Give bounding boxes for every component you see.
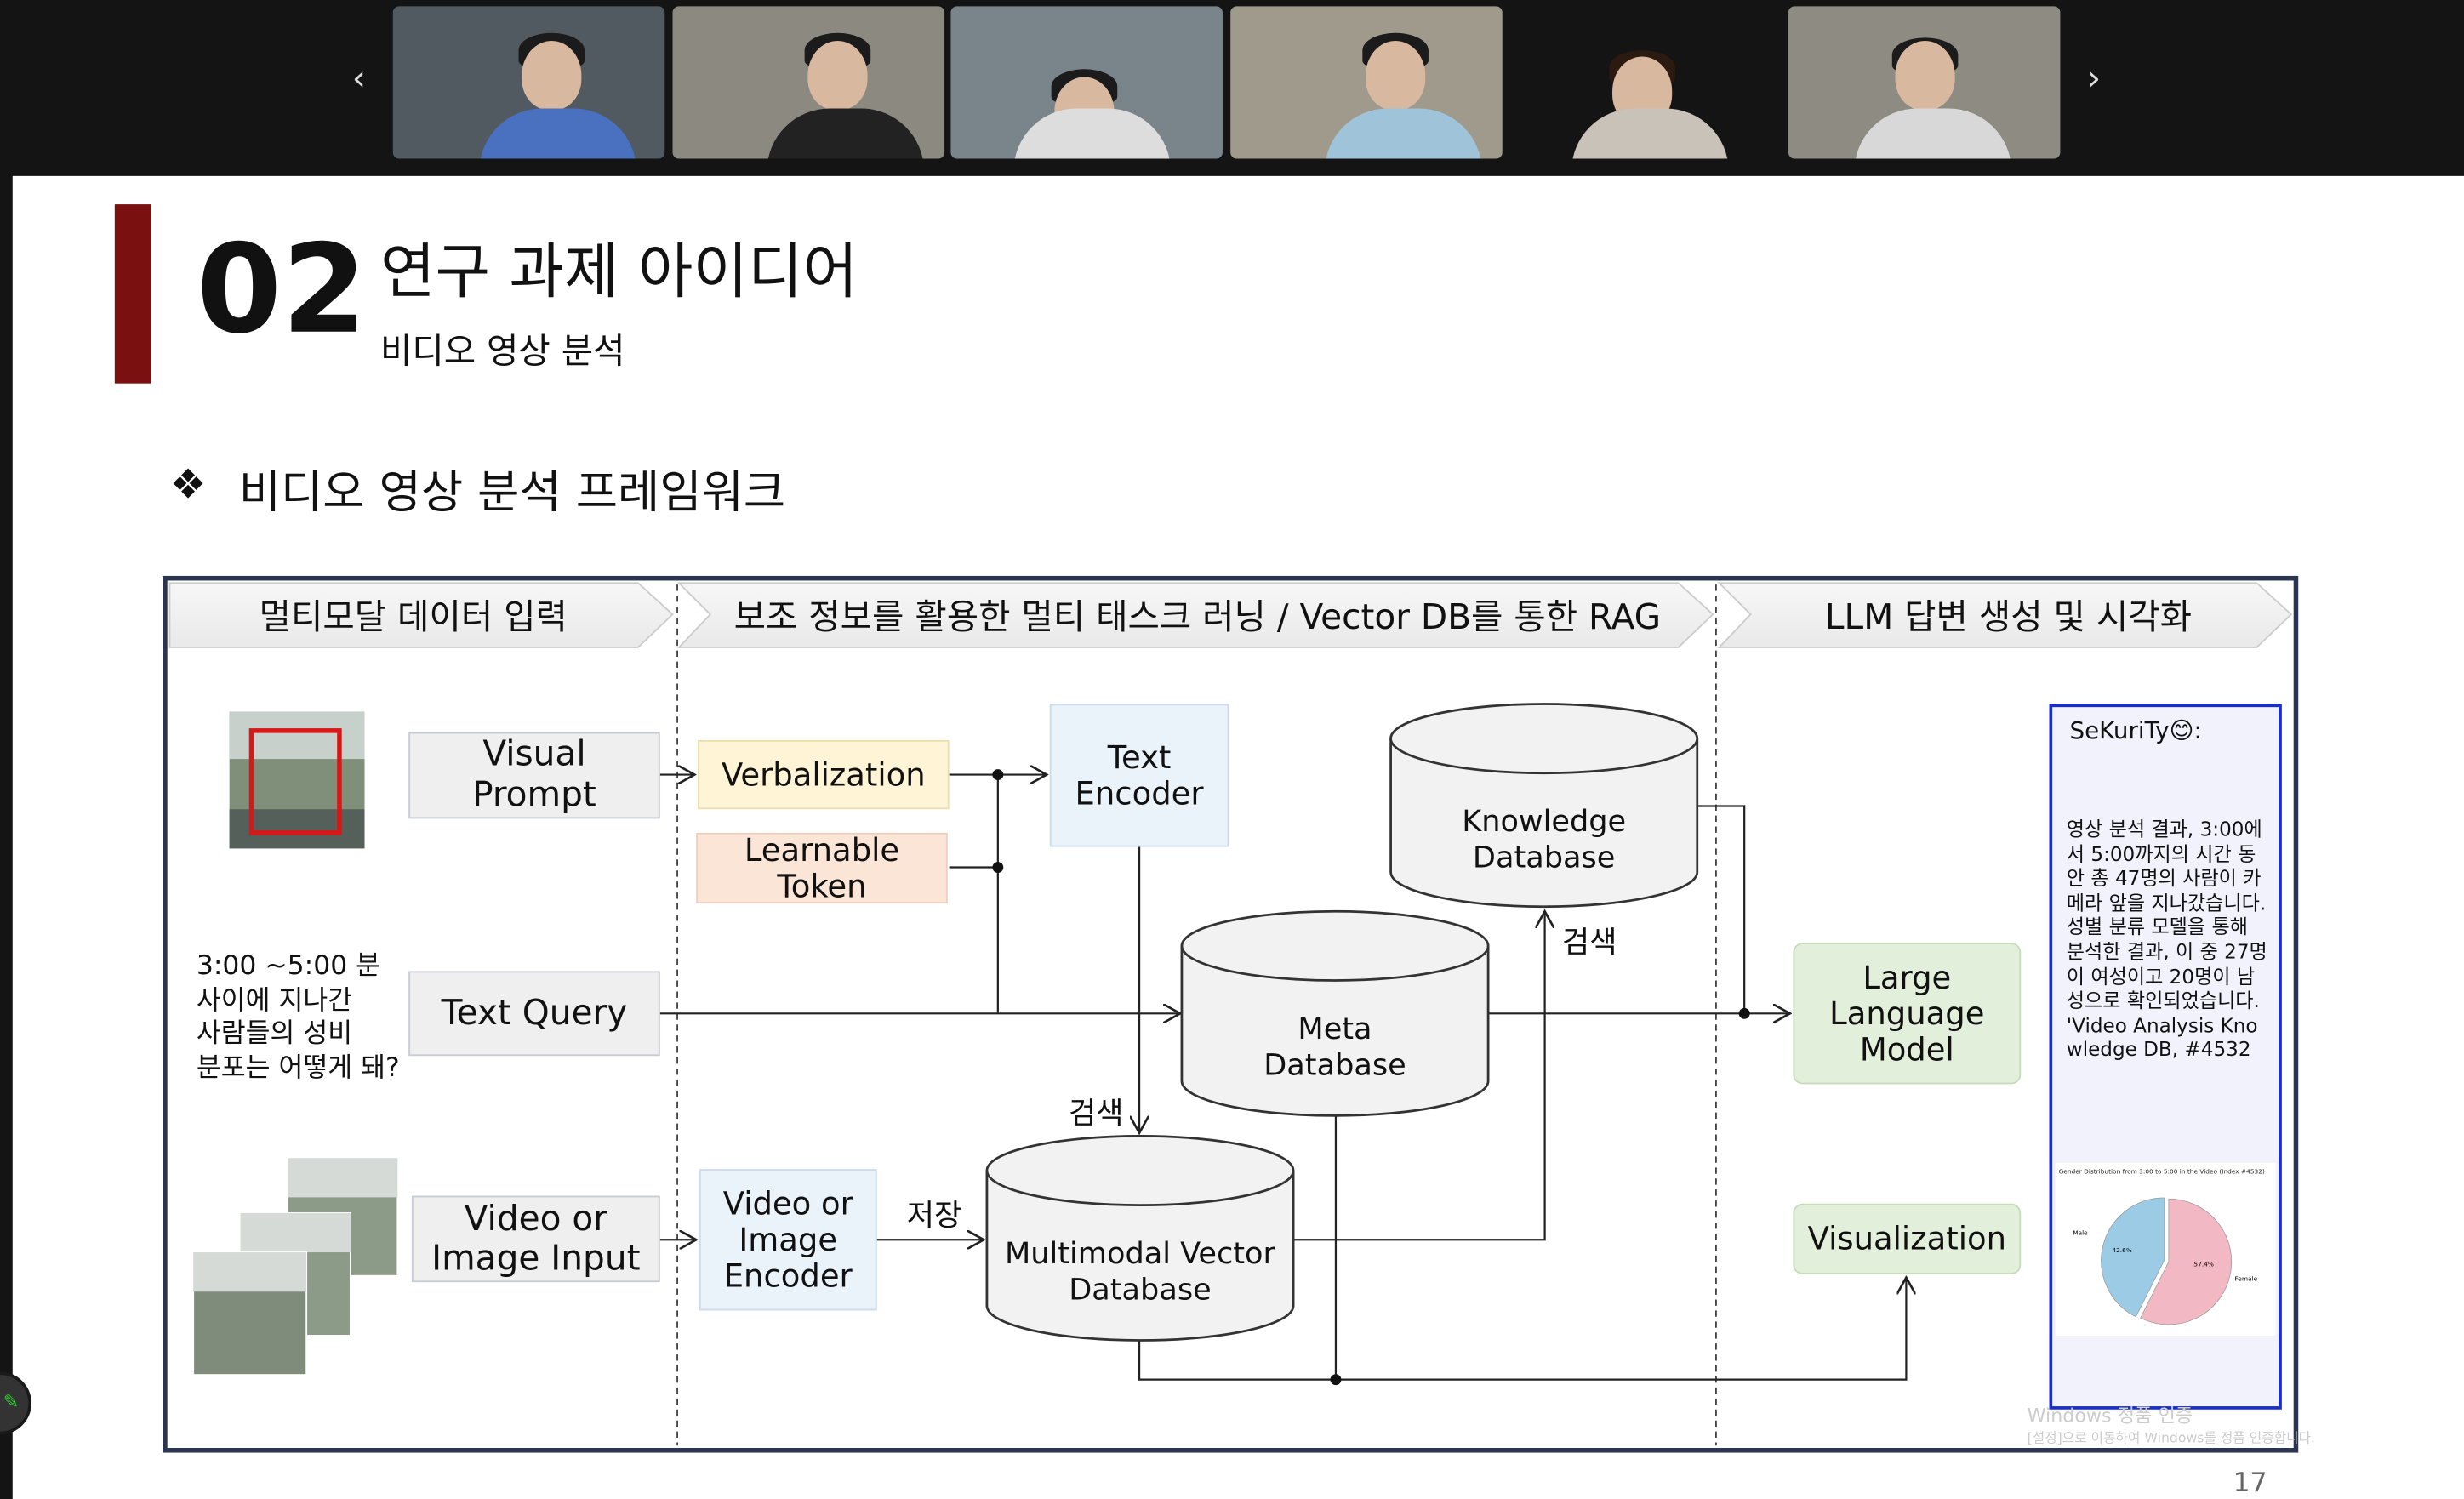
header-chevron [1717, 582, 2293, 648]
text-query-box: Text Query [408, 971, 660, 1057]
store-label: 저장 [906, 1199, 962, 1234]
answer-text: 영상 분석 결과, 3:00에서 5:00까지의 시간 동안 총 47명의 사람… [2066, 817, 2267, 1062]
windows-watermark-title: Windows 정품 인증 [2027, 1405, 2193, 1428]
page-number: 17 [2233, 1468, 2267, 1499]
visual-prompt-image [229, 711, 365, 849]
windows-watermark-text: [설정]으로 이동하여 Windows를 정품 인증합니다. [2027, 1431, 2316, 1448]
participant-tile[interactable] [950, 6, 1223, 159]
knowledge-db-shape [1389, 738, 1699, 909]
section-heading: 비디오 영상 분석 프레임워크 [238, 465, 786, 519]
header-chevron [168, 582, 674, 648]
slide-title: 연구 과제 아이디어 [379, 237, 858, 307]
pie-slice-male [2101, 1197, 2165, 1318]
accent-bar [114, 204, 151, 384]
video-frames-image [192, 1157, 399, 1376]
pie-slice-female [2140, 1198, 2233, 1325]
diagram-frame [163, 575, 2299, 1453]
participant-tile[interactable] [672, 6, 945, 159]
chart-title: Gender Distribution from 3:00 to 5:00 in… [2058, 1167, 2265, 1176]
participant-tile[interactable] [1509, 6, 1781, 159]
participant-tile[interactable] [1788, 6, 2061, 159]
pie-label-female: Female [2234, 1274, 2258, 1283]
verbalization-box: Verbalization [698, 739, 950, 810]
pen-icon: ✎ [3, 1390, 20, 1413]
vector-db-shape [985, 1171, 1295, 1342]
pie-label-male: Male [2073, 1228, 2088, 1237]
header-llm: LLM 답변 생성 및 시각화 [1824, 598, 2192, 638]
visualization-box: Visualization [1793, 1203, 2022, 1274]
slide-subtitle: 비디오 영상 분석 [379, 333, 625, 373]
pie-pct-male: 42.6% [2112, 1245, 2132, 1254]
header-rag: 보조 정보를 활용한 멀티 태스크 러닝 / Vector DB를 통한 RAG [733, 598, 1662, 638]
search-label: 검색 [1068, 1097, 1124, 1131]
bot-name: SeKuriTy😊: [2069, 716, 2202, 745]
bullet-icon: ❖ [169, 462, 207, 510]
header-chevron [676, 582, 1714, 648]
pie-pct-female: 57.4% [2193, 1260, 2214, 1268]
header-input: 멀티모달 데이터 입력 [259, 598, 568, 638]
next-participants-button[interactable]: › [2086, 60, 2102, 100]
participant-tile[interactable] [392, 6, 665, 159]
search-label: 검색 [1561, 925, 1617, 960]
smile-emoji-icon: 😊 [2169, 716, 2194, 745]
answer-panel: SeKuriTy😊: 영상 분석 결과, 3:00에서 5:00까지의 시간 동… [2049, 704, 2282, 1410]
pie-chart: Gender Distribution from 3:00 to 5:00 in… [2055, 1162, 2276, 1336]
participant-tile[interactable] [1230, 6, 1503, 159]
section-number: 02 [196, 219, 368, 362]
prev-participants-button[interactable]: ‹ [351, 60, 367, 100]
meta-db-shape [1180, 945, 1490, 1117]
